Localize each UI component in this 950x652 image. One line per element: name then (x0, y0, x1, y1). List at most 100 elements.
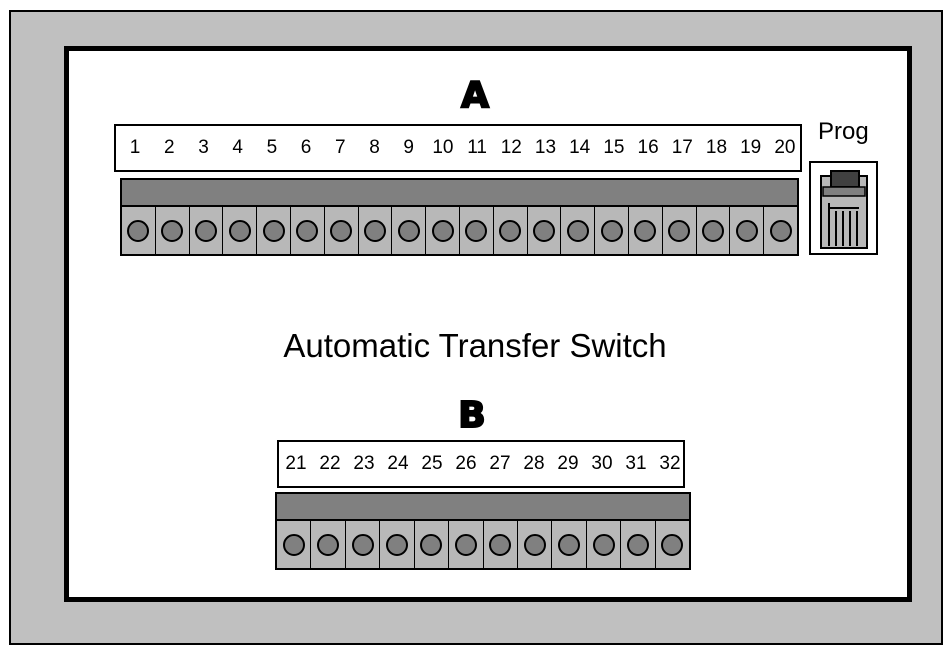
terminal-cell (561, 207, 596, 254)
terminal-label: 32 (659, 453, 681, 474)
terminal-cell (629, 207, 663, 254)
terminal-label: 16 (637, 137, 659, 158)
terminal-label: 12 (500, 137, 522, 158)
block-b-terminal-labels: 21 22 23 24 25 26 27 28 29 30 31 32 (277, 440, 685, 488)
block-a-terminal-strip (120, 178, 799, 256)
terminal-label: 26 (455, 453, 477, 474)
terminal-cell (587, 521, 622, 568)
terminal-screw-icon[interactable] (558, 533, 581, 556)
terminal-label: 27 (489, 453, 511, 474)
terminal-screw-icon[interactable] (499, 219, 522, 242)
terminal-screw-icon[interactable] (127, 219, 150, 242)
terminal-cell (346, 521, 381, 568)
terminal-cell (190, 207, 224, 254)
terminal-cell (621, 521, 656, 568)
terminal-screw-icon[interactable] (668, 219, 691, 242)
terminal-label: 17 (671, 137, 693, 158)
block-b-terminal-bar (277, 494, 689, 521)
terminal-label: 6 (300, 137, 312, 158)
terminal-cell (415, 521, 450, 568)
block-a-letter: A (460, 75, 490, 116)
terminal-label: 14 (569, 137, 591, 158)
terminal-screw-icon[interactable] (296, 219, 319, 242)
terminal-label: 18 (705, 137, 728, 158)
terminal-screw-icon[interactable] (397, 219, 420, 242)
terminal-label: 13 (534, 137, 557, 158)
terminal-label: 25 (421, 453, 443, 474)
terminal-label: 23 (353, 453, 375, 474)
terminal-cell (223, 207, 258, 254)
terminal-screw-icon[interactable] (431, 219, 454, 242)
terminal-label: 19 (740, 137, 762, 158)
terminal-screw-icon[interactable] (489, 533, 512, 556)
terminal-screw-icon[interactable] (701, 219, 724, 242)
terminal-cell (730, 207, 765, 254)
terminal-screw-icon[interactable] (228, 219, 251, 242)
terminal-cell (494, 207, 528, 254)
terminal-cell (528, 207, 562, 254)
terminal-screw-icon[interactable] (262, 219, 285, 242)
terminal-cell (311, 521, 346, 568)
terminal-cell (426, 207, 460, 254)
terminal-cell (484, 521, 518, 568)
terminal-screw-icon[interactable] (282, 533, 305, 556)
terminal-label: 3 (198, 137, 209, 158)
terminal-label: 5 (266, 137, 278, 158)
terminal-label: 21 (285, 453, 307, 474)
terminal-screw-icon[interactable] (363, 219, 386, 242)
terminal-cell (325, 207, 359, 254)
terminal-label: 10 (432, 137, 454, 158)
terminal-screw-icon[interactable] (769, 219, 792, 242)
terminal-screw-icon[interactable] (465, 219, 488, 242)
terminal-label: 11 (467, 137, 487, 158)
prog-port[interactable] (809, 161, 878, 255)
terminal-cell (552, 521, 587, 568)
terminal-screw-icon[interactable] (626, 533, 649, 556)
block-b-terminal-strip (275, 492, 691, 570)
terminal-screw-icon[interactable] (661, 533, 684, 556)
terminal-label: 24 (387, 453, 409, 474)
terminal-cell (663, 207, 697, 254)
terminal-label: 15 (603, 137, 625, 158)
block-a-terminal-bar (122, 180, 797, 207)
device-title: Automatic Transfer Switch (283, 327, 667, 364)
terminal-label: 9 (403, 137, 414, 158)
terminal-screw-icon[interactable] (194, 219, 217, 242)
terminal-label: 7 (335, 137, 346, 158)
rj-connector-icon (820, 170, 868, 249)
terminal-screw-icon[interactable] (351, 533, 374, 556)
terminal-label: 28 (523, 453, 545, 474)
prog-label: Prog (818, 118, 869, 145)
terminal-screw-icon[interactable] (317, 533, 340, 556)
terminal-cell (460, 207, 494, 254)
terminal-label: 31 (625, 453, 647, 474)
terminal-screw-icon[interactable] (566, 219, 589, 242)
terminal-cell (257, 207, 291, 254)
terminal-screw-icon[interactable] (420, 533, 443, 556)
terminal-label: 22 (319, 453, 341, 474)
terminal-label: 29 (557, 453, 579, 474)
terminal-cell (656, 521, 689, 568)
terminal-cell (392, 207, 427, 254)
terminal-cell (449, 521, 484, 568)
terminal-label: 30 (591, 453, 613, 474)
terminal-label: 8 (369, 137, 380, 158)
terminal-screw-icon[interactable] (600, 219, 623, 242)
terminal-screw-icon[interactable] (634, 219, 657, 242)
terminal-cell (518, 521, 553, 568)
terminal-cell (764, 207, 797, 254)
terminal-screw-icon[interactable] (330, 219, 353, 242)
terminal-cell (277, 521, 312, 568)
terminal-screw-icon[interactable] (532, 219, 555, 242)
terminal-cell (595, 207, 629, 254)
terminal-label: 2 (164, 137, 175, 158)
terminal-screw-icon[interactable] (161, 219, 184, 242)
terminal-screw-icon[interactable] (454, 533, 477, 556)
terminal-screw-icon[interactable] (385, 533, 408, 556)
terminal-cell (380, 521, 415, 568)
terminal-screw-icon[interactable] (523, 533, 546, 556)
terminal-screw-icon[interactable] (592, 533, 615, 556)
terminal-cell (122, 207, 156, 254)
terminal-screw-icon[interactable] (735, 219, 758, 242)
terminal-cell (359, 207, 393, 254)
